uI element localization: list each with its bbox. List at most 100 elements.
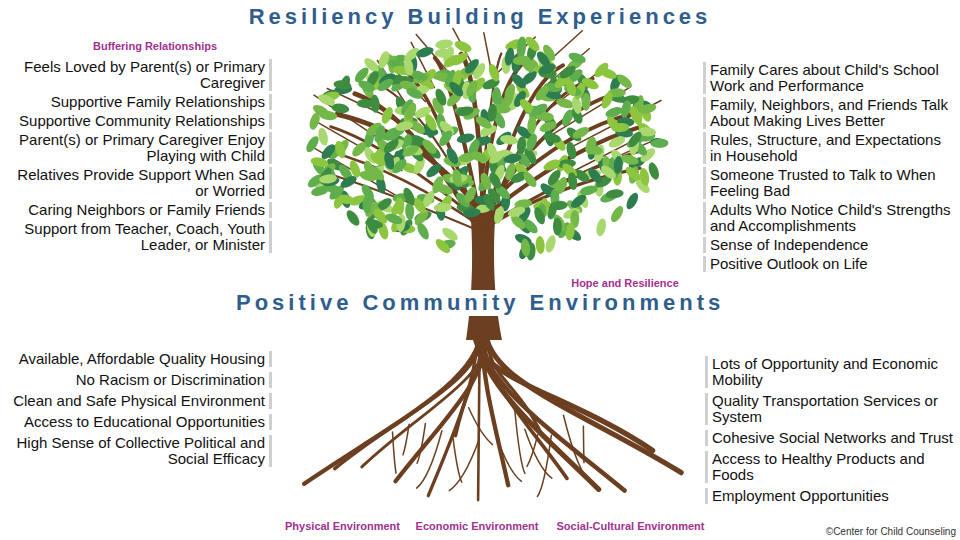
leaf xyxy=(357,78,377,94)
leaf xyxy=(626,130,644,150)
list-item: Adults Who Notice Child's Strengths and … xyxy=(710,202,955,234)
leaf xyxy=(415,45,435,59)
leaf xyxy=(607,134,627,150)
copyright-note: ©Center for Child Counseling xyxy=(780,526,956,538)
leaf xyxy=(567,51,587,66)
list-item: Lots of Opportunity and Economic Mobilit… xyxy=(712,356,955,388)
list-item: Sense of Independence xyxy=(710,237,955,253)
leaf xyxy=(516,40,526,58)
branch xyxy=(355,94,480,233)
leaf xyxy=(487,63,502,83)
leaf xyxy=(615,72,634,91)
root xyxy=(474,330,652,450)
leaf xyxy=(619,99,633,119)
leaf xyxy=(430,175,445,195)
list-item: Feels Loved by Parent(s) or Primary Care… xyxy=(2,59,265,91)
leaf xyxy=(584,136,597,155)
leaf xyxy=(623,164,643,182)
leaf xyxy=(462,185,478,205)
leaf xyxy=(538,119,558,134)
leaf xyxy=(581,93,590,111)
leaf xyxy=(605,188,624,199)
leaf xyxy=(571,125,591,141)
item-bar xyxy=(269,132,272,164)
leaf xyxy=(453,39,473,54)
leaf xyxy=(405,202,415,220)
list-item: No Racism or Discrimination xyxy=(2,372,265,388)
leaf xyxy=(503,162,517,182)
item-bar xyxy=(705,430,708,446)
item-bar xyxy=(269,351,272,367)
leaf xyxy=(304,134,321,154)
leaf xyxy=(503,152,522,164)
leaf xyxy=(464,78,480,98)
list-item: Cohesive Social Networks and Trust xyxy=(712,430,955,446)
root xyxy=(478,330,624,491)
root-label: Social-Cultural Environment xyxy=(553,520,708,533)
leaf xyxy=(545,168,563,188)
leaf xyxy=(319,110,338,121)
item-bar xyxy=(269,202,272,218)
leaf xyxy=(380,105,396,125)
leaf xyxy=(524,132,539,152)
list-item: Support from Teacher, Coach, Youth Leade… xyxy=(2,221,265,253)
leaf xyxy=(624,191,640,211)
leaf xyxy=(544,234,558,254)
root xyxy=(486,330,681,473)
leaf xyxy=(638,102,658,115)
list-item: Caring Neighbors or Family Friends xyxy=(2,202,265,218)
item-bar xyxy=(703,62,706,94)
rootlet xyxy=(583,426,585,462)
leaf xyxy=(499,134,518,146)
list-item: Employment Opportunities xyxy=(712,488,955,504)
item-bar xyxy=(269,59,272,91)
leaf xyxy=(620,153,640,167)
rootlet xyxy=(537,435,551,496)
leaf xyxy=(362,196,372,214)
leaf xyxy=(344,208,362,228)
list-item: Available, Affordable Quality Housing xyxy=(2,351,265,367)
branch xyxy=(331,127,480,222)
leaf xyxy=(395,120,414,133)
leaf xyxy=(333,79,352,90)
branch xyxy=(337,114,487,219)
tree-leaves xyxy=(304,34,669,261)
item-bar xyxy=(269,113,272,129)
leaf xyxy=(420,137,439,156)
list-item: Supportive Family Relationships xyxy=(2,94,265,110)
item-bar xyxy=(269,167,272,199)
leaf xyxy=(598,66,618,81)
leaf xyxy=(362,56,381,75)
item-bar xyxy=(269,372,272,388)
leaf xyxy=(609,204,626,224)
leaf xyxy=(611,122,630,133)
leaf xyxy=(333,140,347,160)
leaf xyxy=(462,207,481,218)
leaf xyxy=(401,143,421,159)
leaf xyxy=(579,184,598,197)
list-item: High Sense of Collective Political and S… xyxy=(2,435,265,467)
leaf xyxy=(487,171,503,191)
leaf xyxy=(558,63,578,81)
twig xyxy=(554,87,631,134)
leaf xyxy=(512,55,531,66)
rootlet xyxy=(525,429,552,478)
leaf xyxy=(507,205,527,219)
leaf xyxy=(595,218,608,237)
leaf xyxy=(516,136,527,155)
leaf xyxy=(435,49,453,58)
item-bar xyxy=(705,393,708,425)
leaf xyxy=(437,128,455,148)
leaf xyxy=(526,116,537,135)
branch xyxy=(435,58,482,227)
leaf xyxy=(433,87,449,107)
leaf xyxy=(520,238,531,257)
item-bar xyxy=(703,237,706,253)
leaf xyxy=(532,206,547,226)
leaf xyxy=(368,164,387,183)
leaf xyxy=(435,38,454,50)
tree-branches xyxy=(311,28,661,235)
leaf xyxy=(564,222,575,241)
item-bar xyxy=(269,221,272,253)
